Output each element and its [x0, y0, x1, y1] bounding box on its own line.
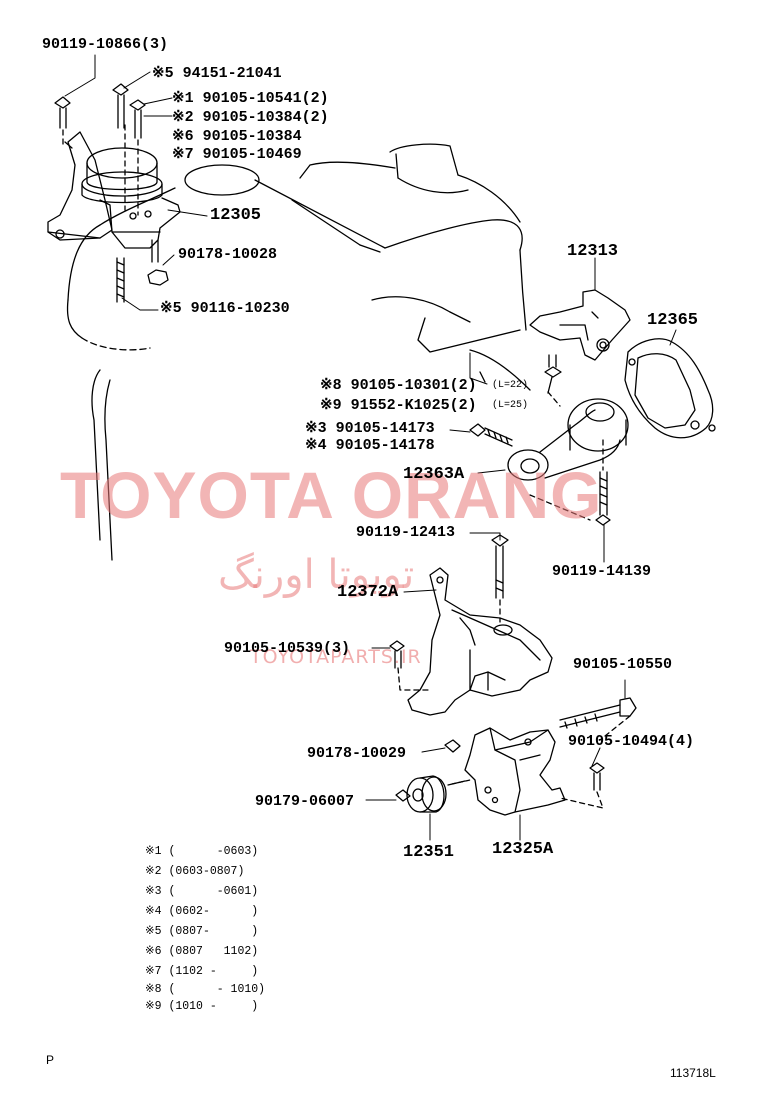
watermark-site-text: TOYOTAPARTS.IR	[250, 646, 422, 668]
part-label-90105-10384-6: ※6 90105-10384	[172, 128, 302, 145]
cushion-12351	[395, 739, 466, 813]
footnote-item: ※5 (0807- )	[145, 925, 259, 938]
part-label-12363A: 12363A	[403, 465, 465, 484]
part-label-90116-10230: ※5 90116-10230	[160, 300, 290, 317]
bracket-12372A	[389, 534, 553, 716]
bracket-12325A	[451, 697, 637, 816]
part-label-90119-14139: 90119-14139	[552, 563, 652, 580]
part-label-12313: 12313	[567, 242, 619, 261]
part-label-90105-10384-2: ※2 90105-10384(2)	[172, 109, 329, 126]
footnote-item: ※9 (1010 - )	[145, 1000, 259, 1013]
part-label-12365: 12365	[647, 311, 699, 330]
footnote-item: ※3 ( -0601)	[145, 885, 259, 898]
part-label-90105-10494: 90105-10494(4)	[568, 733, 695, 750]
part-label-90178-10029: 90178-10029	[307, 745, 407, 762]
footnote-item: ※4 (0602- )	[145, 905, 259, 918]
watermark-text: TOYOTA ORANG	[60, 458, 603, 532]
part-label-90119-10866: 90119-10866(3)	[42, 36, 169, 53]
watermark-farsi-text: تویوتا اورنگ	[218, 552, 415, 598]
part-label-12325A: 12325A	[492, 840, 554, 859]
illustration-number: 113718L	[670, 1066, 716, 1080]
part-label-90105-14178: ※4 90105-14178	[305, 437, 435, 454]
footnote-item: ※2 (0603-0807)	[145, 865, 245, 878]
part-label-90179-06007: 90179-06007	[255, 793, 355, 810]
bracket-12313	[529, 289, 631, 394]
part-label-91552-K1025-length: (L=25)	[492, 400, 529, 411]
part-label-91552-K1025: ※9 91552-K1025(2)	[320, 397, 477, 414]
leader-lines	[64, 54, 677, 841]
footnote-item: ※7 (1102 - )	[145, 965, 259, 978]
engine-block	[66, 143, 531, 561]
part-label-90105-10539: 90105-10539(3)	[224, 640, 351, 657]
part-label-90105-10301: ※8 90105-10301(2)	[320, 377, 477, 394]
part-label-12351: 12351	[403, 843, 455, 862]
part-label-90105-10301-length: (L=22)	[492, 380, 529, 391]
part-label-90119-12413: 90119-12413	[356, 524, 456, 541]
part-label-90105-10550: 90105-10550	[573, 656, 673, 673]
part-label-90105-14173: ※3 90105-14173	[305, 420, 435, 437]
page-marker: P	[46, 1053, 55, 1067]
part-label-90105-10541: ※1 90105-10541(2)	[172, 90, 329, 107]
part-label-12372A: 12372A	[337, 583, 399, 602]
part-label-90178-10028: 90178-10028	[178, 246, 278, 263]
engine-mount-12305	[47, 83, 181, 303]
cover-12365	[624, 338, 716, 439]
part-label-90105-10469: ※7 90105-10469	[172, 146, 302, 163]
part-label-94151-21041: ※5 94151-21041	[152, 65, 282, 82]
footnote-item: ※6 (0807 1102)	[145, 945, 259, 958]
torque-rod-12363A	[469, 391, 629, 526]
footnote-item: ※8 ( - 1010)	[145, 983, 266, 996]
footnote-item: ※1 ( -0603)	[145, 845, 259, 858]
part-label-12305: 12305	[210, 206, 262, 225]
